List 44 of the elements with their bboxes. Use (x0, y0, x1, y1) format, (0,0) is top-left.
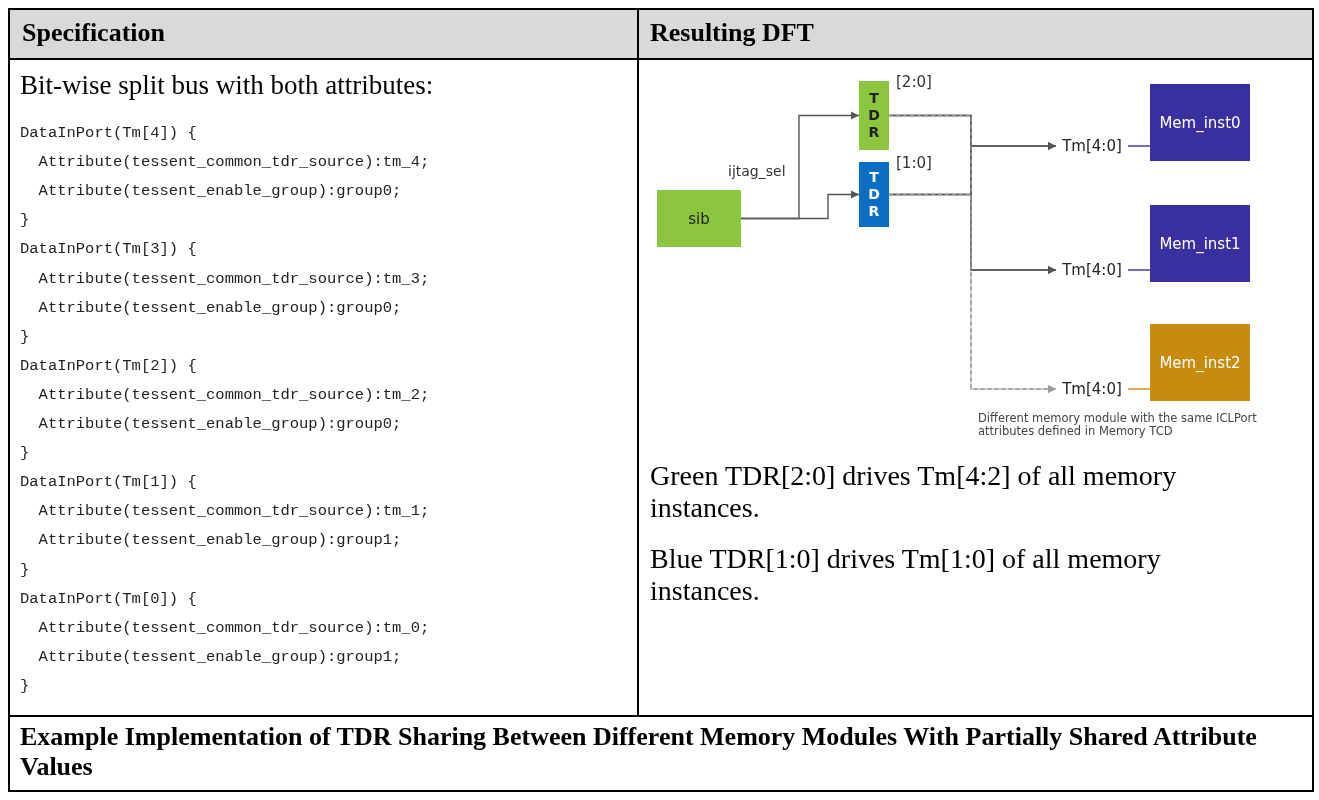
code-line: } (20, 327, 30, 346)
code-line: Attribute(tessent_common_tdr_source):tm_4; (37, 153, 430, 172)
memory-box: Mem_inst0 (1150, 84, 1250, 161)
connector-line (1127, 388, 1151, 390)
code-line: Attribute(tessent_enable_group):group1; (37, 531, 402, 550)
column-header: Specification (22, 18, 165, 48)
caption: Example Implementation of TDR Sharing Between Different Memory Modules With Partially Shared Attribute Values (20, 722, 1258, 782)
code-line: } (20, 444, 30, 463)
code-line: Attribute(tessent_common_tdr_source):tm_1; (37, 502, 430, 521)
column-header: Resulting DFT (650, 18, 814, 48)
code-line: } (20, 560, 30, 579)
connector-line (1127, 145, 1151, 147)
code-line: Attribute(tessent_enable_group):group0; (37, 298, 402, 317)
code-line: Attribute(tessent_common_tdr_source):tm_0; (37, 618, 430, 637)
code-line: Attribute(tessent_enable_group):group0; (37, 415, 402, 433)
bus-range-label: [2:0] (896, 76, 933, 89)
code-line: Attribute(tessent_enable_group):group0; (37, 182, 402, 201)
code-line: Attribute(tessent_enable_group):group1; (37, 647, 402, 666)
port-label: Tm[4:0] (1056, 135, 1128, 157)
port-label: Tm[4:0] (1056, 259, 1128, 281)
code-line: Attribute(tessent_common_tdr_source):tm_2; (37, 385, 430, 404)
arrow (888, 193, 1057, 394)
code-line: DataInPort(Tm[2]) { (20, 356, 197, 375)
intro-text: Bit-wise split bus with both attributes: (20, 70, 434, 101)
memory-box: Mem_inst2 (1150, 324, 1250, 401)
code-line: } (20, 211, 30, 230)
code-line: } (20, 676, 30, 695)
code-line: DataInPort(Tm[1]) { (20, 473, 197, 492)
connector-line (1127, 269, 1151, 271)
port-label: Tm[4:0] (1056, 378, 1128, 400)
code-line: DataInPort(Tm[4]) { (20, 124, 197, 142)
bus-range-label: [1:0] (896, 157, 933, 170)
signal-name: ijtag_sel (728, 163, 786, 179)
description-text: Blue TDR[1:0] drives Tm[1:0] of all memory instances. (650, 543, 1162, 607)
arrow (740, 190, 860, 220)
code-line: DataInPort(Tm[0]) { (20, 589, 197, 608)
register-box: TDR (859, 81, 889, 150)
note-text: Different memory module with the same ICLPort attributes defined in Memory TCD (978, 412, 1258, 438)
description-text: Green TDR[2:0] drives Tm[4:2] of all memory instances. (650, 460, 1178, 524)
memory-box: Mem_inst1 (1150, 205, 1250, 282)
register-box: TDR (859, 162, 889, 227)
code-line: DataInPort(Tm[3]) { (20, 240, 197, 259)
code-line: Attribute(tessent_common_tdr_source):tm_3; (37, 269, 430, 288)
block-box: sib (657, 190, 741, 247)
